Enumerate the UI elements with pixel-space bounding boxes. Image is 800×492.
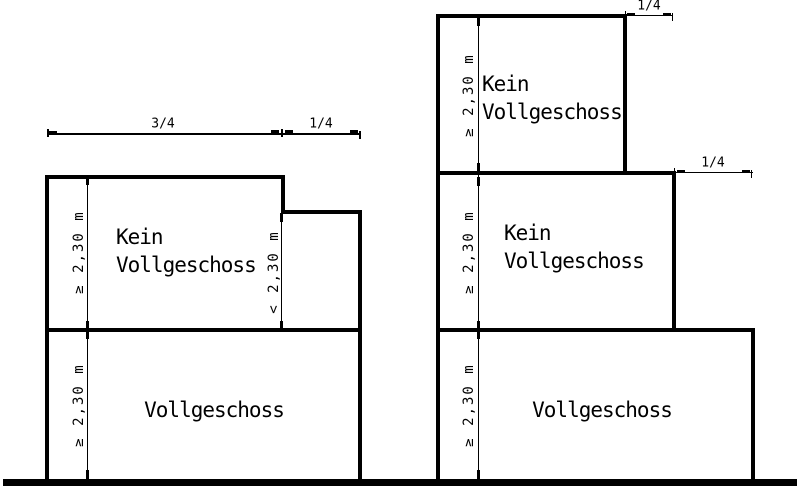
right-middle-storey-right-wall [672, 171, 676, 332]
left-building-roof [45, 175, 285, 179]
left-building-right-wall [358, 210, 362, 483]
label-line: Kein [504, 221, 552, 245]
right-floor-line-1 [436, 171, 676, 175]
dim-tick [674, 168, 676, 176]
right-lower-storey-right-wall [751, 328, 755, 483]
dim-terminator [476, 321, 480, 330]
right-lower-height-dim-label: ≥ 2,30 m [461, 363, 477, 447]
dim-tick [359, 131, 361, 139]
right-floor-line-2 [436, 328, 755, 332]
left-building-step-roof [281, 210, 362, 214]
right-middle-setback-dim-line [676, 172, 753, 174]
left-width-dim-label-1-4: 1/4 [309, 116, 333, 132]
ground-line [3, 479, 797, 486]
left-lower-storey-label: Vollgeschoss [144, 398, 285, 422]
left-upper-height-dim-label: ≥ 2,30 m [71, 210, 87, 294]
right-middle-storey-label: Kein Vollgeschoss [504, 219, 645, 275]
dim-terminator [476, 470, 480, 479]
dim-tick [47, 129, 49, 137]
dim-terminator [476, 17, 480, 26]
dim-terminator [476, 177, 480, 186]
dim-terminator [85, 470, 89, 479]
dim-terminator [49, 131, 57, 134]
dim-terminator [742, 170, 750, 173]
right-building-left-wall [436, 14, 440, 483]
left-upper-height-dim-line [86, 177, 88, 330]
right-top-storey-right-wall [623, 14, 627, 175]
left-step-height-dim-line [281, 214, 283, 330]
dim-terminator [476, 330, 480, 339]
left-upper-storey-label: Kein Vollgeschoss [116, 223, 257, 279]
dim-terminator [85, 321, 89, 330]
dim-tick [672, 13, 674, 21]
left-building-floor-line [45, 328, 362, 332]
left-step-height-dim-label: < 2,30 m [266, 230, 282, 314]
right-middle-setback-dim-label: 1/4 [701, 155, 725, 171]
dim-terminator [627, 13, 635, 16]
label-line: Kein [116, 225, 164, 249]
label-line: Vollgeschoss [116, 253, 257, 277]
right-lower-height-dim-line [477, 332, 479, 479]
dim-terminator [350, 130, 358, 133]
right-top-height-dim-line [477, 18, 479, 171]
label-line: Vollgeschoss [482, 100, 623, 124]
right-middle-height-dim-line [477, 175, 479, 330]
right-top-storey-label: Kein Vollgeschoss [482, 70, 623, 126]
dim-terminator [663, 13, 671, 16]
dim-terminator [285, 130, 293, 133]
left-lower-height-dim-line [86, 330, 88, 479]
dim-terminator [476, 163, 480, 172]
dim-terminator [280, 321, 283, 330]
left-lower-height-dim-label: ≥ 2,30 m [71, 363, 87, 447]
right-middle-height-dim-label: ≥ 2,30 m [461, 210, 477, 294]
right-building-roof [436, 14, 627, 18]
dim-tick [281, 129, 283, 137]
left-building-step-wall [281, 175, 285, 214]
right-top-setback-dim-line [627, 15, 673, 17]
left-width-dim-label-3-4: 3/4 [151, 116, 175, 132]
label-line: Vollgeschoss [504, 249, 645, 273]
dim-terminator [677, 170, 685, 173]
dim-terminator [85, 176, 89, 185]
right-lower-storey-label: Vollgeschoss [532, 398, 673, 422]
dim-terminator [85, 330, 89, 339]
dim-terminator [280, 213, 283, 222]
label-line: Kein [482, 72, 530, 96]
right-top-height-dim-label: ≥ 2,30 m [461, 53, 477, 137]
right-top-setback-dim-label: 1/4 [637, 0, 661, 14]
left-width-dim-line [47, 133, 360, 135]
dim-tick [625, 11, 627, 19]
dim-terminator [271, 130, 279, 133]
dim-tick [751, 170, 753, 178]
